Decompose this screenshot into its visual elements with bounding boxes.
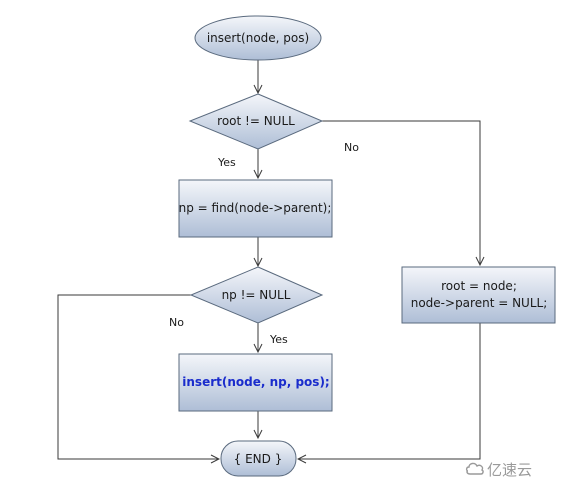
np-check-label: np != NULL [222, 288, 291, 302]
start-node: insert(node, pos) [194, 15, 322, 61]
edge-set-root-to-end [298, 323, 481, 459]
set-root-label-line1: root = node; [441, 279, 517, 293]
find-parent-label: np = find(node->parent); [179, 201, 332, 215]
edge-np-check-no [57, 294, 219, 459]
start-node-label: insert(node, pos) [207, 31, 309, 45]
root-check-decision: root != NULL [188, 93, 324, 150]
cloud-logo-icon [465, 462, 484, 475]
np-check-decision: np != NULL [189, 266, 324, 324]
np-check-yes-label: Yes [269, 333, 288, 346]
edge-root-check-no [322, 120, 480, 265]
watermark: 亿速云 [465, 461, 532, 479]
insert-call-label: insert(node, np, pos); [182, 375, 329, 389]
set-root-process: root = node; node->parent = NULL; [401, 266, 556, 324]
end-node: { END } [220, 440, 297, 477]
find-parent-process: np = find(node->parent); [178, 179, 333, 238]
watermark-label: 亿速云 [487, 461, 532, 479]
np-check-no-label: No [169, 316, 184, 329]
root-check-no-label: No [344, 141, 359, 154]
root-check-label: root != NULL [217, 114, 295, 128]
insert-call-process: insert(node, np, pos); [178, 353, 333, 412]
set-root-label-line2: node->parent = NULL; [411, 296, 548, 310]
root-check-yes-label: Yes [217, 156, 236, 169]
end-node-label: { END } [234, 452, 283, 466]
